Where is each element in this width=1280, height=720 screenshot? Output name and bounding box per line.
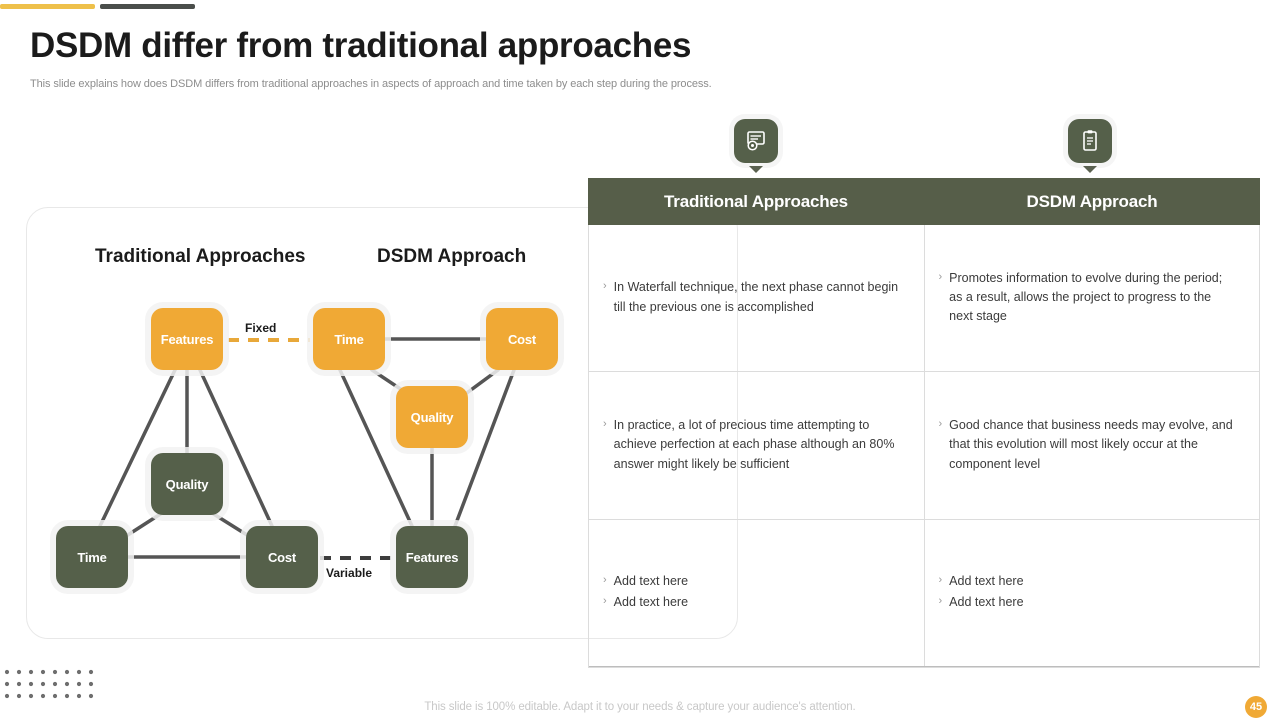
list-item: › Good chance that business needs may ev… (939, 416, 1238, 474)
footer-note: This slide is 100% editable. Adapt it to… (424, 701, 856, 713)
bullet-text: In practice, a lot of precious time atte… (613, 417, 895, 471)
node-label: Features (405, 549, 459, 565)
pointer-triangle-traditional (749, 166, 763, 173)
chevron-right-icon: › (938, 270, 943, 283)
pointer-triangle-dsdm (1083, 166, 1097, 173)
list-item: › Add text here (939, 593, 1238, 612)
diagram-node-quality-dsdm: Quality (396, 386, 468, 448)
clipboard-checklist-icon (1068, 119, 1112, 163)
bullet-text: Add text here (613, 574, 689, 589)
table-header-row: Traditional Approaches DSDM Approach (588, 178, 1260, 225)
chevron-right-icon: › (603, 280, 607, 293)
diagram-node-cost-dsdm: Cost (486, 308, 558, 370)
list-item: › Add text here (603, 572, 902, 591)
accent-bar-yellow (0, 4, 95, 9)
chevron-right-icon: › (938, 574, 943, 587)
bullet-text: In Waterfall technique, the next phase c… (613, 280, 899, 314)
bullet-text: Add text here (949, 574, 1024, 589)
diagram-node-time-traditional: Time (56, 526, 128, 588)
node-label: Quality (410, 409, 454, 425)
list-item: › Add text here (603, 593, 902, 612)
edge-label-fixed: Fixed (245, 321, 277, 335)
document-gear-icon (734, 119, 778, 163)
diagram-node-cost-traditional: Cost (246, 526, 318, 588)
chevron-right-icon: › (938, 417, 943, 430)
node-label: Cost (507, 331, 537, 347)
node-label: Cost (267, 549, 297, 565)
table-body: › In Waterfall technique, the next phase… (588, 225, 1260, 668)
cell-traditional-3[interactable]: › Add text here › Add text here (589, 519, 925, 666)
list-item: › In Waterfall technique, the next phase… (603, 278, 902, 317)
chevron-right-icon: › (938, 594, 943, 607)
bullet-text: Add text here (949, 594, 1024, 609)
node-label: Time (77, 549, 107, 565)
diagram-title-traditional: Traditional Approaches (95, 246, 306, 267)
cell-dsdm-2[interactable]: › Good chance that business needs may ev… (925, 372, 1260, 518)
diagram-node-features-dsdm: Features (396, 526, 468, 588)
chevron-right-icon: › (603, 574, 607, 587)
bullet-text: Promotes information to evolve during th… (949, 270, 1223, 324)
list-item: › Add text here (939, 572, 1238, 591)
node-label: Time (334, 331, 364, 347)
page-number-badge: 45 (1245, 696, 1267, 718)
edge-label-variable: Variable (326, 566, 373, 580)
list-item: › Promotes information to evolve during … (939, 269, 1238, 327)
accent-bar-dark (100, 4, 195, 9)
diagram-node-features-fixed: Features (151, 308, 223, 370)
table-row: › In practice, a lot of precious time at… (589, 372, 1260, 520)
node-label: Features (160, 331, 214, 347)
diagram-title-dsdm: DSDM Approach (377, 246, 527, 267)
column-header-dsdm: DSDM Approach (1026, 191, 1158, 211)
page-subtitle: This slide explains how does DSDM differ… (30, 78, 712, 90)
bullet-text: Good chance that business needs may evol… (949, 417, 1233, 471)
cell-traditional-1[interactable]: › In Waterfall technique, the next phase… (589, 225, 925, 372)
chevron-right-icon: › (603, 594, 607, 607)
node-label: Quality (165, 476, 209, 492)
chevron-right-icon: › (603, 417, 607, 430)
cell-traditional-2[interactable]: › In practice, a lot of precious time at… (589, 372, 925, 519)
table-row: › In Waterfall technique, the next phase… (589, 225, 1260, 373)
dot-grid-decoration (4, 669, 94, 699)
comparison-table: Traditional Approaches DSDM Approach › I… (588, 178, 1260, 668)
list-item: › In practice, a lot of precious time at… (603, 416, 902, 474)
diagram-node-quality-traditional: Quality (151, 453, 223, 515)
page-title: DSDM differ from traditional approaches (30, 26, 692, 65)
cell-dsdm-1[interactable]: › Promotes information to evolve during … (925, 225, 1260, 371)
diagram-node-time-dsdm: Time (313, 308, 385, 370)
cell-dsdm-3[interactable]: › Add text here › Add text here (925, 520, 1260, 666)
bullet-text: Add text here (613, 594, 689, 609)
column-header-traditional: Traditional Approaches (664, 191, 848, 211)
table-row: › Add text here › Add text here › Add te… (589, 519, 1260, 667)
